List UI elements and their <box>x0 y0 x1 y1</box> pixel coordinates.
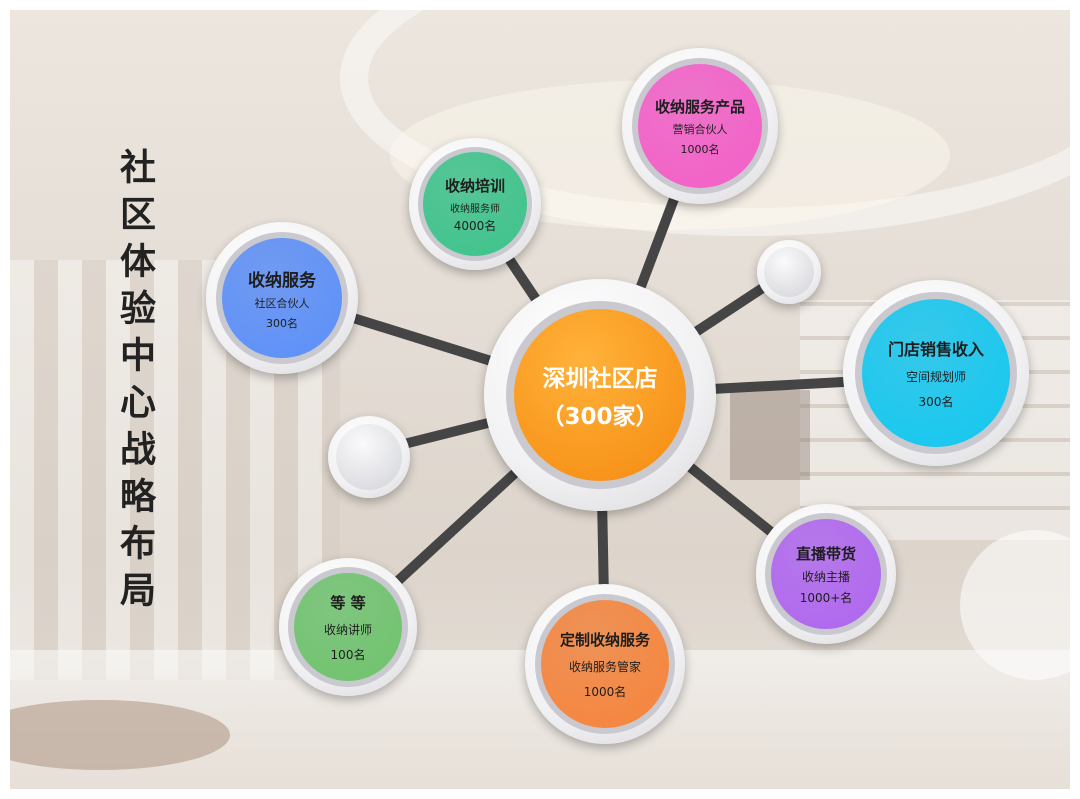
node-title: 定制收纳服务 <box>559 630 650 649</box>
node-title: 收纳培训 <box>444 176 505 195</box>
node-title: 收纳服务产品 <box>654 97 745 116</box>
node-count: 1000名 <box>583 684 627 699</box>
page-title: 社区体验中心战略布局 <box>114 148 155 618</box>
node-store-sales: 门店销售收入 空间规划师 300名 <box>843 280 1029 466</box>
node-live-sales: 直播带货 收纳主播 1000+名 <box>756 504 896 644</box>
node-role: 收纳主播 <box>801 569 850 584</box>
node-count: 300名 <box>266 316 298 330</box>
center-title: 深圳社区店 <box>542 366 658 392</box>
node-etc: 等 等 收纳讲师 100名 <box>279 558 417 696</box>
node-role: 营销合伙人 <box>672 122 728 136</box>
node-custom-service: 定制收纳服务 收纳服务管家 1000名 <box>525 584 685 744</box>
diagram-canvas: 社区体验中心战略布局 深圳社区店 （300家） 收纳服务 社区合伙人 300名 <box>10 10 1070 789</box>
node-role: 收纳服务师 <box>450 203 500 215</box>
node-role: 社区合伙人 <box>254 296 310 310</box>
node-storage-product: 收纳服务产品 营销合伙人 1000名 <box>622 48 778 204</box>
node-count: 1000+名 <box>799 590 853 605</box>
node-role: 空间规划师 <box>905 370 966 384</box>
node-title: 收纳服务 <box>248 270 316 291</box>
node-role: 收纳讲师 <box>323 622 372 637</box>
node-empty-top <box>757 240 821 304</box>
node-count: 1000名 <box>680 142 720 156</box>
node-role: 收纳服务管家 <box>568 659 641 674</box>
node-storage-service: 收纳服务 社区合伙人 300名 <box>206 222 358 374</box>
center-node: 深圳社区店 （300家） <box>484 279 716 511</box>
node-count: 300名 <box>918 395 954 409</box>
node-title: 直播带货 <box>795 544 856 563</box>
node-count: 100名 <box>330 647 366 662</box>
node-title: 等 等 <box>330 593 366 612</box>
node-empty-left <box>328 416 410 498</box>
node-title: 门店销售收入 <box>887 340 984 359</box>
center-count: （300家） <box>541 404 659 430</box>
node-count: 4000名 <box>453 218 497 233</box>
node-storage-training: 收纳培训 收纳服务师 4000名 <box>409 138 541 270</box>
